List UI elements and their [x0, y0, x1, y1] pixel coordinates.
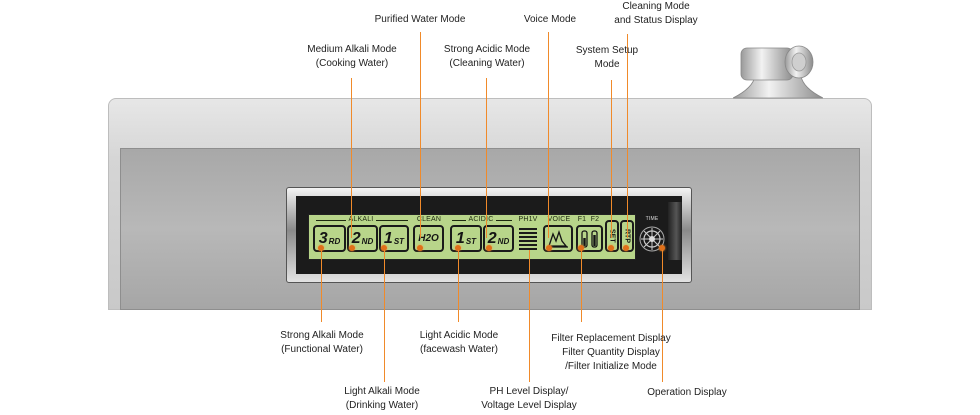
lcd-divider	[316, 220, 346, 221]
callout-line-purified-water	[420, 32, 421, 238]
light-acidic-indicator	[455, 245, 461, 251]
lcd-divider	[496, 220, 512, 221]
callout-ph-level-line2: Voltage Level Display	[481, 400, 577, 411]
lcd-alkali-label: ALKALI	[348, 216, 374, 223]
callout-line-operation	[662, 250, 663, 382]
light-alkali-suffix: ST	[393, 237, 405, 246]
callout-light-alkali-line1: Light Alkali Mode	[344, 386, 420, 397]
callout-line-system-setup	[611, 80, 612, 238]
lcd-f1-label: F1	[577, 216, 587, 223]
callout-medium-alkali-line1: Medium Alkali Mode	[307, 44, 397, 55]
callout-light-acidic-line2: (facewash Water)	[420, 344, 498, 355]
lcd-clean-label: CLEAN	[416, 216, 442, 223]
callout-strong-acidic-line2: (Cleaning Water)	[449, 58, 525, 69]
ph-level-bars	[519, 228, 537, 256]
system-setup-button[interactable]: SET	[605, 220, 619, 252]
light-alkali-number: 1	[383, 229, 393, 247]
strong-alkali-indicator	[318, 245, 324, 251]
lcd-voice-label: VOICE	[547, 216, 571, 223]
operation-gear-icon	[639, 226, 665, 252]
callout-medium-alkali: Medium Alkali Mode (Cooking Water)	[290, 43, 414, 71]
voice-indicator	[546, 245, 552, 251]
callout-filter-quantity: Filter Quantity Display	[562, 347, 660, 358]
callout-strong-alkali: Strong Alkali Mode (Functional Water)	[262, 329, 382, 357]
strong-alkali-suffix: RD	[328, 237, 341, 246]
callout-line-medium-alkali	[351, 78, 352, 238]
lcd-time-label: TIME	[645, 216, 659, 222]
callout-filter: Filter Replacement Display Filter Quanti…	[536, 332, 686, 374]
side-button-slot	[668, 202, 682, 260]
light-acidic-suffix: ST	[465, 237, 477, 246]
callout-ph-level-line1: PH Level Display/	[489, 386, 569, 397]
callout-voice: Voice Mode	[512, 13, 588, 27]
filter-indicator	[578, 245, 584, 251]
callout-strong-alkali-line1: Strong Alkali Mode	[280, 330, 364, 341]
lcd-f2-label: F2	[590, 216, 600, 223]
callout-light-alkali: Light Alkali Mode (Drinking Water)	[327, 385, 437, 413]
cleaning-indicator	[623, 245, 629, 251]
callout-line-cleaning-status	[627, 34, 628, 238]
callout-light-acidic-line1: Light Acidic Mode	[419, 330, 499, 341]
callout-line-strong-acidic	[486, 78, 487, 238]
callout-medium-alkali-line2: (Cooking Water)	[315, 58, 389, 69]
callout-filter-replacement: Filter Replacement Display	[551, 333, 671, 344]
callout-cleaning-status: Cleaning Mode and Status Display	[596, 0, 716, 28]
medium-alkali-number: 2	[351, 229, 361, 247]
medium-alkali-indicator	[349, 245, 355, 251]
callout-line-light-alkali	[384, 250, 385, 382]
callout-strong-acidic-line1: Strong Acidic Mode	[443, 44, 531, 55]
callout-line-voice	[548, 32, 549, 238]
callout-strong-acidic: Strong Acidic Mode (Cleaning Water)	[426, 43, 548, 71]
callout-light-acidic: Light Acidic Mode (facewash Water)	[400, 329, 518, 357]
callout-line-ph-level	[529, 250, 530, 382]
callout-ph-level: PH Level Display/ Voltage Level Display	[468, 385, 590, 413]
medium-alkali-suffix: ND	[361, 237, 374, 246]
faucet-knob-icon	[733, 45, 823, 99]
callout-voice-text: Voice Mode	[523, 14, 577, 25]
strong-alkali-number: 3	[318, 229, 328, 247]
callout-line-filter	[581, 250, 582, 322]
callout-purified-water-text: Purified Water Mode	[374, 14, 466, 25]
strong-acidic-number: 2	[487, 229, 497, 247]
callout-system-setup: System Setup Mode	[562, 44, 652, 72]
callout-line-strong-alkali	[321, 250, 322, 322]
setup-indicator	[608, 245, 614, 251]
callout-operation: Operation Display	[634, 386, 740, 400]
light-alkali-indicator	[381, 245, 387, 251]
callout-cleaning-status-line2: and Status Display	[614, 15, 698, 26]
callout-filter-initialize: /Filter Initialize Mode	[565, 361, 657, 372]
operation-indicator	[659, 245, 665, 251]
callout-purified-water: Purified Water Mode	[355, 13, 485, 27]
callout-light-alkali-line2: (Drinking Water)	[345, 400, 419, 411]
purified-water-indicator	[417, 245, 423, 251]
strong-acidic-suffix: ND	[497, 237, 510, 246]
lcd-divider	[452, 220, 466, 221]
strong-acidic-indicator	[486, 245, 492, 251]
callout-cleaning-status-line1: Cleaning Mode	[622, 1, 690, 12]
lcd-acidic-label: ACIDIC	[468, 216, 494, 223]
callout-system-setup-line1: System Setup	[575, 45, 639, 56]
lcd-ph-label: PH1V	[518, 216, 538, 223]
floor-area	[0, 310, 980, 415]
light-acidic-number: 1	[455, 229, 465, 247]
callout-strong-alkali-line2: (Functional Water)	[281, 344, 363, 355]
filter-gauge-icon	[580, 229, 598, 248]
callout-operation-text: Operation Display	[647, 387, 727, 398]
purified-water-label: H2O	[418, 233, 439, 244]
lcd-divider	[376, 220, 408, 221]
callout-line-light-acidic	[458, 250, 459, 322]
callout-system-setup-line2: Mode	[594, 59, 620, 70]
set-label: SET	[608, 229, 616, 243]
